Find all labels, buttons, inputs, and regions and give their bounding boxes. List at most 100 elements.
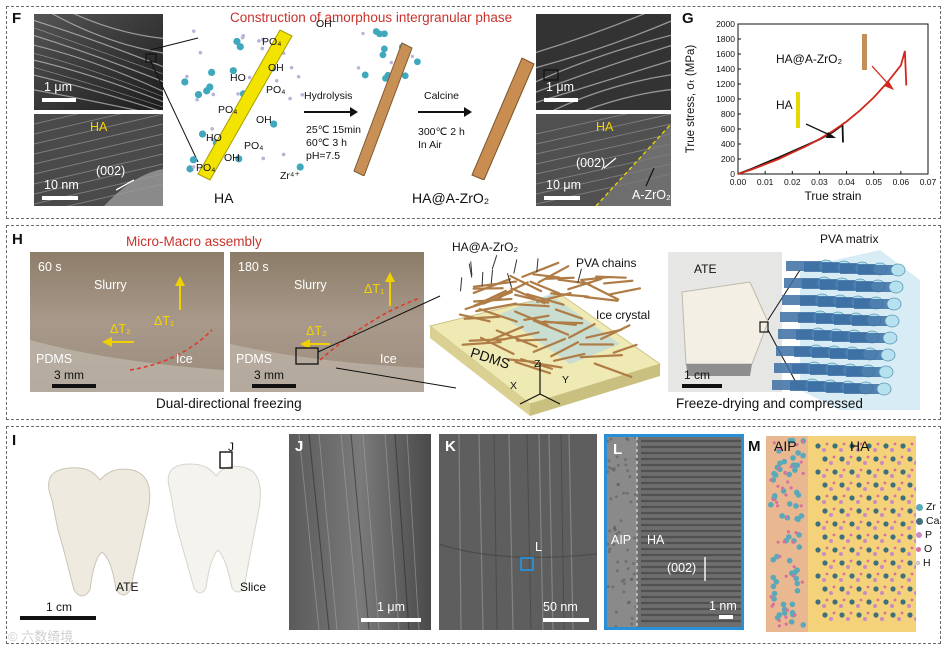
- atom-p: [914, 565, 916, 569]
- amorphous-speckle: [622, 581, 626, 585]
- amorphous-speckle: [614, 625, 618, 627]
- atom-p: [856, 578, 860, 582]
- atom-o: [842, 520, 846, 524]
- freezing-60s-scale: 3 mm: [54, 368, 84, 382]
- atom-o: [842, 598, 846, 602]
- pva-chain: [490, 269, 494, 284]
- ha-fiber: [607, 287, 642, 296]
- atom-ca: [849, 573, 855, 579]
- oh-ion: [361, 31, 365, 36]
- atom-ca: [866, 495, 872, 501]
- cylinder-body: [844, 384, 884, 394]
- atom-o: [893, 442, 897, 446]
- atom-ca: [866, 521, 872, 527]
- zr-ion: [198, 130, 207, 138]
- rod-label: OH: [224, 152, 240, 164]
- atom-ca: [900, 521, 906, 527]
- atom-p: [907, 500, 911, 504]
- pva-chain: [491, 255, 498, 270]
- legend-zr-dot: [916, 503, 923, 511]
- ha-fiber: [475, 302, 518, 313]
- hydrolysis-cond-2: 60℃ 3 h: [306, 137, 347, 149]
- atom-ca: [890, 482, 896, 488]
- cylinder-body: [852, 316, 892, 326]
- panel-l-aip: AIP: [611, 533, 632, 547]
- pva-chain: [470, 261, 473, 276]
- atom-o: [781, 486, 785, 490]
- series-line-0: [737, 122, 844, 175]
- atom-p: [907, 526, 911, 530]
- pva-chain: [513, 259, 518, 274]
- sem-left-scalebar: [42, 98, 76, 102]
- panel-f-zoom-lines: [149, 37, 199, 163]
- atom-o: [776, 484, 780, 488]
- atom-ca: [849, 495, 855, 501]
- atom-ca: [822, 456, 828, 462]
- ha-fiber: [473, 293, 500, 307]
- atom-p: [856, 604, 860, 608]
- atom-zr: [800, 622, 807, 628]
- atom-o: [893, 494, 897, 498]
- ha-fiber: [532, 273, 561, 279]
- atom-p: [856, 500, 860, 504]
- pva-chain: [459, 277, 463, 292]
- atom-p: [880, 617, 884, 621]
- atom-p: [897, 617, 901, 621]
- tem-lattice-left: [34, 114, 163, 206]
- amorphous-speckle: [607, 459, 611, 463]
- amorphous-speckle: [615, 569, 619, 573]
- legend-ca-dot: [916, 517, 923, 525]
- atom-ca: [890, 612, 896, 618]
- zr-ion: [236, 43, 244, 51]
- atom-o: [866, 455, 870, 459]
- atom-p: [873, 604, 877, 608]
- cylinder-body: [848, 350, 888, 360]
- atom-zr: [790, 455, 796, 461]
- ha-fiber: [550, 341, 580, 358]
- atom-ca: [839, 560, 845, 566]
- atom-o: [842, 546, 846, 550]
- ha-fiber: [550, 292, 590, 298]
- schem-ha-label: HA@A-ZrO₂: [452, 240, 519, 254]
- watermark: © 六数绮境: [8, 629, 74, 644]
- atom-p: [914, 539, 916, 543]
- amorphous-speckle: [625, 491, 629, 495]
- atom-p: [873, 552, 877, 556]
- atom-o: [910, 572, 914, 576]
- amorphous-speckle: [633, 493, 637, 497]
- atom-ca: [832, 495, 838, 501]
- atom-o: [832, 611, 836, 615]
- pva-chain: [468, 263, 473, 278]
- atom-legend: Zr Ca P O H: [916, 500, 939, 570]
- atom-zr: [781, 458, 788, 465]
- ate-scale: 1 cm: [684, 368, 711, 382]
- atom-o: [859, 520, 863, 524]
- atom-ca: [873, 482, 879, 488]
- amorphous-speckle: [612, 542, 616, 546]
- atom-zr: [770, 556, 777, 563]
- y-tick-label: 1000: [716, 94, 735, 104]
- atom-o: [785, 515, 789, 519]
- tem-left-ha-label: HA: [90, 120, 108, 134]
- atom-p: [856, 526, 860, 530]
- atom-o: [786, 480, 790, 484]
- amorphous-speckle: [626, 601, 630, 605]
- oh-ion: [185, 74, 189, 79]
- zr-ion-label: Zr⁴⁺: [280, 170, 300, 182]
- legend-h-text: H: [923, 557, 931, 569]
- legend-ca: Ca: [916, 514, 939, 528]
- x-tick-label: 0.02: [784, 177, 801, 187]
- pva-chain: [481, 271, 484, 286]
- panel-h-zoom-lines: [317, 295, 457, 389]
- atom-o: [866, 507, 870, 511]
- atom-ca: [907, 612, 913, 618]
- amorphous-speckle: [607, 550, 611, 554]
- atom-zr: [800, 452, 806, 459]
- sem-right-scalebar: [544, 98, 578, 102]
- atom-o: [900, 559, 904, 563]
- atom-o: [825, 442, 829, 446]
- oh-ion: [211, 92, 216, 97]
- y-tick-label: 800: [721, 109, 735, 119]
- atom-o: [791, 574, 795, 578]
- oh-ion: [257, 39, 261, 43]
